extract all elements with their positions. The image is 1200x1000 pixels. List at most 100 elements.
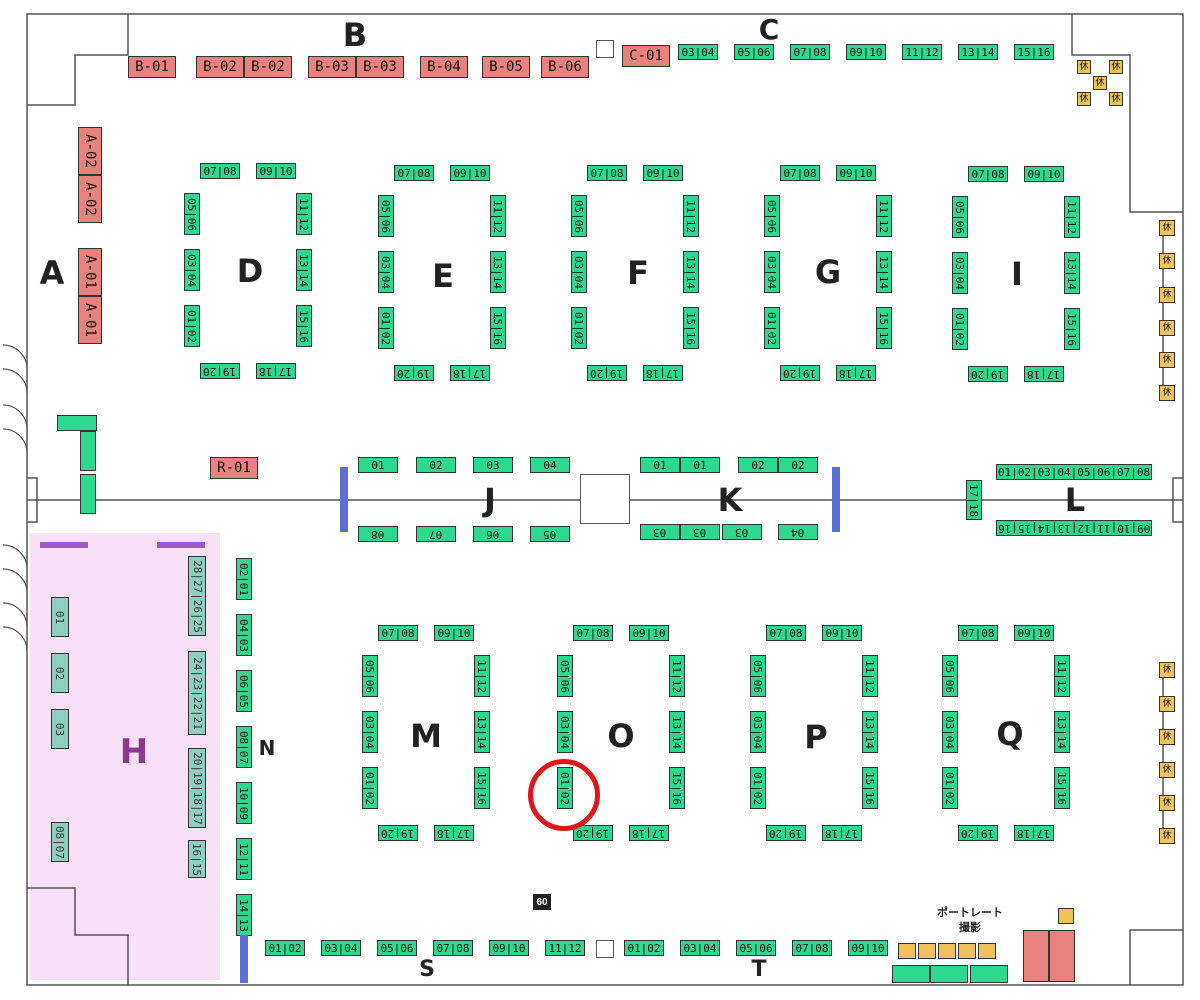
booth-L_side[interactable]: 17|18 (966, 480, 982, 520)
booth-1314[interactable]: 13|14 (1064, 252, 1080, 294)
booth-r01[interactable]: R-01 (210, 457, 258, 479)
booth-0304[interactable]: 03|04 (750, 711, 766, 753)
booth-b02[interactable]: B-02 (244, 56, 292, 78)
booth-b02[interactable]: B-02 (196, 56, 244, 78)
booth-0708[interactable]: 07|08 (958, 625, 998, 641)
booth-0102[interactable]: 01|02 (362, 767, 378, 809)
booth-kanji[interactable]: 休 (1159, 696, 1175, 712)
booth-j01[interactable]: 01 (680, 457, 720, 473)
booth-0708[interactable]: 07|08 (573, 625, 613, 641)
booth-1516[interactable]: 15|16 (683, 307, 699, 349)
large-vendor-booth[interactable] (1049, 930, 1075, 982)
booth-0102[interactable]: 01|02 (942, 767, 958, 809)
booth-L_top[interactable]: 01|02|03|04|05|06|07|08 (996, 464, 1152, 480)
booth-H1615[interactable]: 16|15 (188, 840, 206, 878)
booth-1009[interactable]: 10|09 (236, 782, 252, 824)
booth-1718[interactable]: 17|18 (1014, 825, 1054, 841)
booth-0304[interactable]: 03|04 (362, 711, 378, 753)
portrait-booth[interactable] (938, 943, 956, 959)
booth-0910[interactable]: 09|10 (450, 165, 490, 181)
booth-0403[interactable]: 04|03 (236, 614, 252, 656)
booth-1718[interactable]: 17|18 (643, 365, 683, 381)
booth-b01[interactable]: B-01 (128, 56, 176, 78)
booth-0910[interactable]: 09|10 (846, 44, 886, 60)
booth-j04[interactable]: 04 (530, 457, 570, 473)
booth-H01[interactable]: 01 (51, 597, 69, 637)
booth-1112[interactable]: 11|12 (490, 195, 506, 237)
booth-a01[interactable]: A-01 (78, 296, 102, 344)
booth-j05[interactable]: 05 (530, 526, 570, 542)
booth-kanji[interactable]: 休 (1093, 76, 1107, 90)
booth-0506[interactable]: 05|06 (377, 940, 417, 956)
booth-0708[interactable]: 07|08 (587, 165, 627, 181)
portrait-booth[interactable] (918, 943, 936, 959)
booth-b03[interactable]: B-03 (308, 56, 356, 78)
booth-1112[interactable]: 11|12 (902, 44, 942, 60)
booth-0102[interactable]: 01|02 (764, 307, 780, 349)
booth-0708[interactable]: 07|08 (766, 625, 806, 641)
booth-1920[interactable]: 19|20 (573, 825, 613, 841)
booth-0910[interactable]: 09|10 (434, 625, 474, 641)
booth-1112[interactable]: 11|12 (669, 655, 685, 697)
booth-0102[interactable]: 01|02 (184, 305, 200, 347)
booth-1112[interactable]: 11|12 (1054, 655, 1070, 697)
booth-kanji[interactable]: 休 (1159, 253, 1175, 269)
booth-1314[interactable]: 13|14 (876, 251, 892, 293)
booth-j03[interactable]: 03 (680, 524, 720, 540)
booth-0708[interactable]: 07|08 (780, 165, 820, 181)
booth-0910[interactable]: 09|10 (836, 165, 876, 181)
booth-0506[interactable]: 05|06 (952, 196, 968, 238)
booth-kanji[interactable]: 休 (1077, 92, 1091, 106)
booth-kanji[interactable]: 休 (1159, 352, 1175, 368)
booth-j03[interactable]: 03 (473, 457, 513, 473)
booth-1314[interactable]: 13|14 (683, 251, 699, 293)
booth-0605[interactable]: 06|05 (236, 670, 252, 712)
booth-0102[interactable]: 01|02 (571, 307, 587, 349)
booth-H2421[interactable]: 24|23|22|21 (188, 651, 206, 735)
booth-kanji[interactable]: 休 (1159, 795, 1175, 811)
booth-0910[interactable]: 09|10 (643, 165, 683, 181)
booth-1314[interactable]: 13|14 (490, 251, 506, 293)
booth-0304[interactable]: 03|04 (942, 711, 958, 753)
booth-0506[interactable]: 05|06 (764, 195, 780, 237)
booth-0304[interactable]: 03|04 (764, 251, 780, 293)
booth-1516[interactable]: 15|16 (490, 307, 506, 349)
booth-j04[interactable]: 04 (778, 524, 818, 540)
booth-j02[interactable]: 02 (738, 457, 778, 473)
booth-H03[interactable]: 03 (51, 709, 69, 749)
booth-a02[interactable]: A-02 (78, 127, 102, 175)
booth-0708[interactable]: 07|08 (378, 625, 418, 641)
booth-0102[interactable]: 01|02 (750, 767, 766, 809)
booth-H2825[interactable]: 28|27|26|25 (188, 556, 206, 636)
booth-1718[interactable]: 17|18 (1024, 366, 1064, 382)
booth-1920[interactable]: 19|20 (968, 366, 1008, 382)
booth-0506[interactable]: 05|06 (942, 655, 958, 697)
booth-1314[interactable]: 13|14 (474, 711, 490, 753)
booth-j01[interactable]: 01 (640, 457, 680, 473)
booth-0304[interactable]: 03|04 (678, 44, 718, 60)
portrait-booth[interactable] (958, 943, 976, 959)
booth-0910[interactable]: 09|10 (848, 940, 888, 956)
booth-1516[interactable]: 15|16 (876, 307, 892, 349)
booth-0506[interactable]: 05|06 (571, 195, 587, 237)
booth-0708[interactable]: 07|08 (792, 940, 832, 956)
booth-0304[interactable]: 03|04 (680, 940, 720, 956)
booth-1413[interactable]: 14|13 (236, 894, 252, 936)
booth-j07[interactable]: 07 (416, 526, 456, 542)
booth-0708[interactable]: 07|08 (968, 166, 1008, 182)
booth-entrance-low[interactable] (80, 474, 96, 514)
booth-1920[interactable]: 19|20 (587, 365, 627, 381)
booth-0506[interactable]: 05|06 (557, 655, 573, 697)
booth-1920[interactable]: 19|20 (200, 363, 240, 379)
portrait-bench[interactable] (970, 965, 1008, 983)
booth-0304[interactable]: 03|04 (184, 249, 200, 291)
booth-b03[interactable]: B-03 (356, 56, 404, 78)
booth-kanji[interactable]: 休 (1159, 762, 1175, 778)
booth-L_bottom[interactable]: 09|10|11|12|13|14|15|16 (996, 520, 1152, 536)
booth-1920[interactable]: 19|20 (766, 825, 806, 841)
booth-1314[interactable]: 13|14 (958, 44, 998, 60)
booth-0304[interactable]: 03|04 (378, 251, 394, 293)
booth-0102[interactable]: 01|02 (952, 308, 968, 350)
booth-j06[interactable]: 06 (473, 526, 513, 542)
booth-a01[interactable]: A-01 (78, 248, 102, 296)
